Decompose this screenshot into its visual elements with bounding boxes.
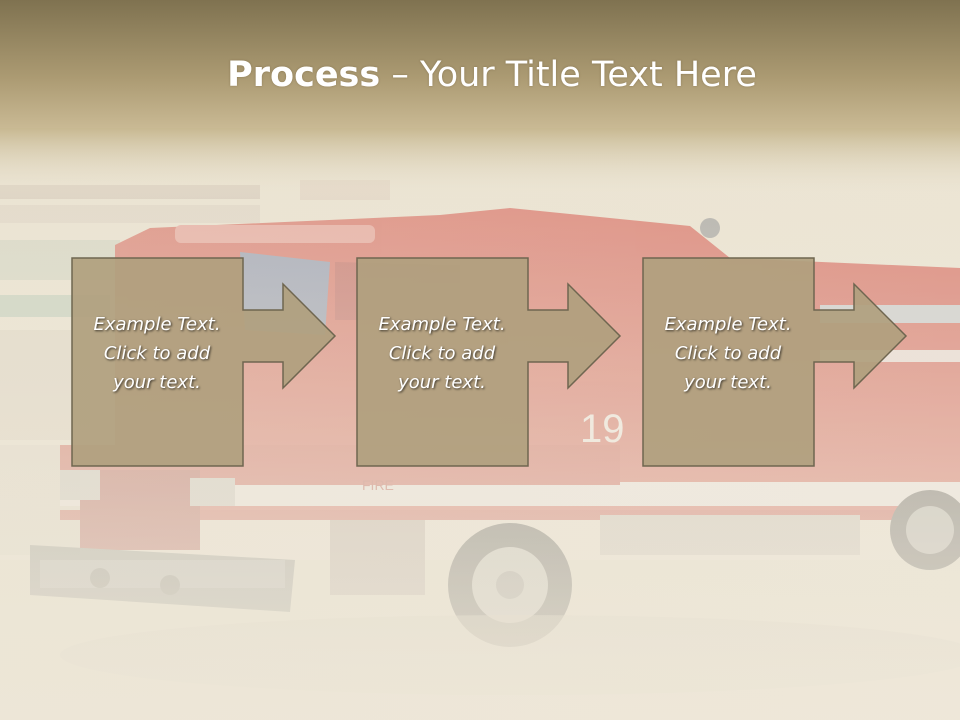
step-1-line-2: Click to add	[103, 343, 211, 364]
title-rest-part: – Your Title Text Here	[380, 55, 757, 95]
step-2-line-2: Click to add	[388, 343, 496, 364]
process-step-3[interactable]: Example Text. Click to add your text.	[642, 257, 912, 468]
process-step-1[interactable]: Example Text. Click to add your text.	[71, 257, 341, 468]
step-2-line-3: your text.	[398, 372, 486, 393]
step-2-arrow-shape	[356, 257, 622, 467]
step-2-line-1: Example Text.	[378, 314, 506, 335]
step-3-line-2: Click to add	[674, 343, 782, 364]
step-1-text[interactable]: Example Text. Click to add your text.	[71, 310, 243, 397]
step-1-line-1: Example Text.	[93, 314, 221, 335]
step-3-line-3: your text.	[684, 372, 772, 393]
step-1-arrow-shape	[71, 257, 337, 467]
title-bold-part: Process	[227, 55, 381, 95]
title-band	[0, 0, 960, 128]
step-2-text[interactable]: Example Text. Click to add your text.	[356, 310, 528, 397]
step-3-arrow-shape	[642, 257, 908, 467]
slide-title[interactable]: Process – Your Title Text Here	[0, 52, 960, 98]
step-3-line-1: Example Text.	[664, 314, 792, 335]
step-1-line-3: your text.	[113, 372, 201, 393]
step-3-text[interactable]: Example Text. Click to add your text.	[642, 310, 814, 397]
process-step-2[interactable]: Example Text. Click to add your text.	[356, 257, 626, 468]
